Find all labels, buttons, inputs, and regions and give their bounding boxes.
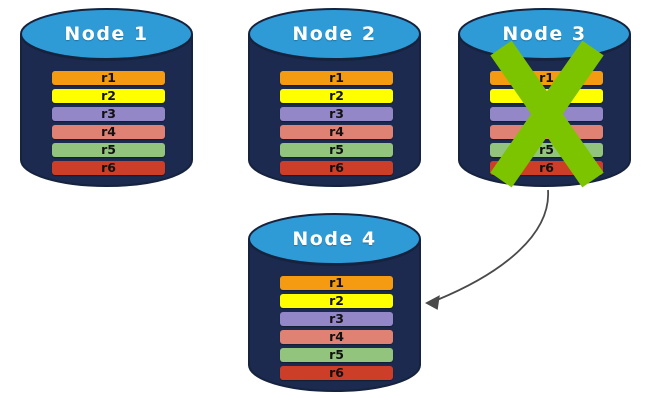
cylinder-top-face (248, 213, 421, 265)
cylinder-top-face (248, 8, 421, 60)
arrow-head-icon (425, 295, 440, 310)
arrow-curve (436, 189, 549, 301)
cylinder-top-face (20, 8, 193, 60)
